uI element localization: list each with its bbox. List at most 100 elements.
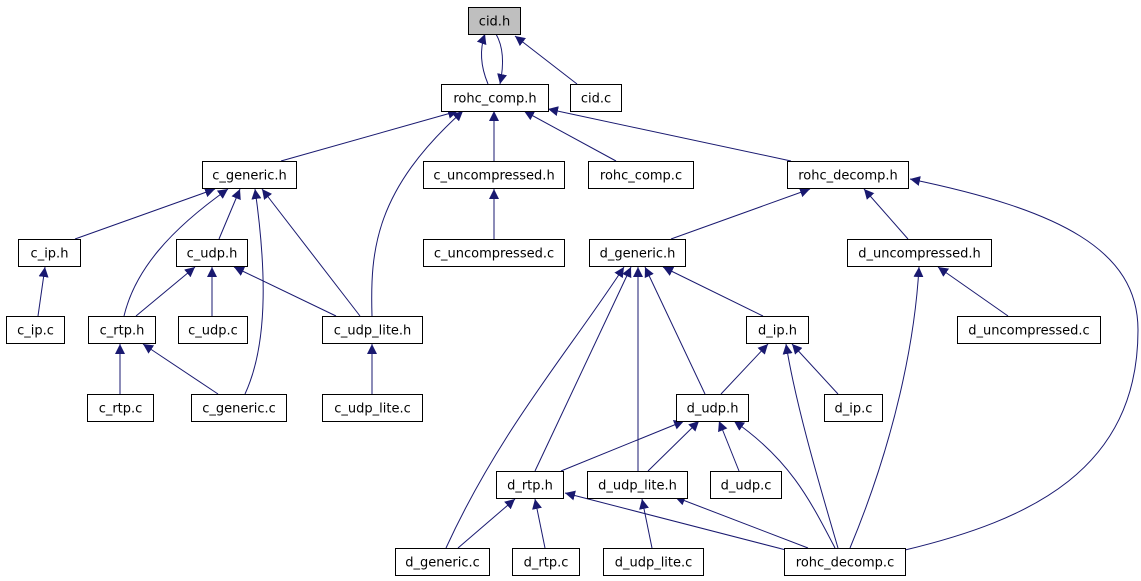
node-cid-h[interactable]: cid.h	[468, 7, 521, 35]
edge-d-udp-lite-h-to-d-udp-h	[647, 420, 700, 472]
edge-d-uncompressed-h-to-rohc-decomp-h	[863, 188, 909, 240]
edge-d-generic-c-to-d-generic-h	[445, 266, 625, 549]
node-d-udp-lite-c[interactable]: d_udp_lite.c	[603, 548, 704, 576]
node-d-udp-lite-h[interactable]: d_udp_lite.h	[587, 471, 688, 499]
node-d-udp-c[interactable]: d_udp.c	[710, 471, 782, 499]
edge-c-generic-c-to-c-rtp-h	[142, 343, 219, 395]
node-cid-h-label: cid.h	[479, 15, 510, 30]
node-c-rtp-c[interactable]: c_rtp.c	[87, 394, 154, 422]
node-c-udp-h[interactable]: c_udp.h	[176, 239, 248, 267]
edge-d-generic-h-to-rohc-decomp-h	[670, 187, 811, 240]
edge-c-rtp-h-to-c-udp-h	[135, 266, 196, 317]
node-rohc-decomp-c[interactable]: rohc_decomp.c	[784, 548, 906, 576]
node-c-udp-h-label: c_udp.h	[187, 247, 238, 262]
edge-rohc-comp-h-to-cid-h	[476, 33, 489, 85]
edge-rohc-comp-c-to-rohc-comp-h	[523, 110, 617, 162]
edge-c-ip-h-to-c-generic-h	[74, 187, 216, 240]
edge-c-rtp-h-to-c-generic-h	[123, 188, 229, 317]
edge-c-generic-h-to-rohc-comp-h	[280, 108, 459, 162]
node-d-udp-lite-c-label: d_udp_lite.c	[615, 556, 693, 571]
edge-d-udp-c-to-d-udp-h	[718, 420, 740, 472]
node-d-rtp-c-label: d_rtp.c	[524, 556, 569, 571]
edge-rohc-decomp-c-to-d-uncompressed-h	[849, 266, 924, 549]
node-d-udp-h[interactable]: d_udp.h	[676, 394, 749, 422]
node-c-udp-lite-h[interactable]: c_udp_lite.h	[322, 316, 423, 344]
edge-rohc-decomp-c-to-d-ip-h	[782, 343, 839, 549]
edge-d-udp-h-to-d-ip-h	[720, 343, 769, 395]
edge-rohc-decomp-h-to-rohc-comp-h	[547, 106, 792, 162]
node-c-generic-h[interactable]: c_generic.h	[202, 161, 297, 189]
node-d-generic-c[interactable]: d_generic.c	[395, 548, 490, 576]
edge-c-generic-c-to-c-generic-h	[244, 188, 264, 395]
edge-d-ip-c-to-d-ip-h	[791, 343, 839, 395]
edge-c-udp-h-to-c-generic-h	[218, 188, 241, 240]
node-c-ip-h-label: c_ip.h	[31, 247, 69, 262]
node-c-udp-c-label: c_udp.c	[188, 324, 238, 339]
node-d-uncompressed-c-label: d_uncompressed.c	[968, 324, 1089, 339]
node-d-ip-c-label: d_ip.c	[835, 402, 873, 417]
node-rohc-decomp-c-label: rohc_decomp.c	[796, 556, 894, 571]
edge-d-generic-c-to-d-rtp-h	[457, 498, 516, 549]
node-d-ip-h-label: d_ip.h	[758, 324, 797, 339]
edge-c-udp-lite-h-to-c-udp-h	[233, 266, 337, 317]
node-rohc-decomp-h-label: rohc_decomp.h	[798, 169, 898, 184]
node-c-rtp-c-label: c_rtp.c	[99, 402, 143, 417]
node-rohc-decomp-h[interactable]: rohc_decomp.h	[787, 161, 909, 189]
node-c-ip-c[interactable]: c_ip.c	[6, 316, 65, 344]
node-d-generic-c-label: d_generic.c	[405, 556, 480, 571]
node-d-generic-h[interactable]: d_generic.h	[589, 239, 686, 267]
edge-rohc-decomp-c-to-d-rtp-h	[564, 490, 787, 551]
nodes: cid.h rohc_comp.h cid.c c_generic.h c_un…	[6, 7, 1101, 576]
node-d-uncompressed-h-label: d_uncompressed.h	[858, 247, 980, 262]
edge-c-udp-lite-h-to-c-generic-h	[261, 188, 361, 317]
edge-cid-h-to-rohc-comp-h	[495, 33, 507, 85]
edge-d-udp-h-to-d-generic-h	[644, 266, 706, 395]
node-d-ip-c[interactable]: d_ip.c	[824, 394, 883, 422]
node-d-udp-c-label: d_udp.c	[721, 479, 772, 494]
node-c-rtp-h[interactable]: c_rtp.h	[88, 316, 156, 344]
node-c-generic-c[interactable]: c_generic.c	[191, 394, 287, 422]
node-rohc-comp-h-label: rohc_comp.h	[453, 92, 536, 107]
edge-d-rtp-c-to-d-rtp-h	[532, 498, 546, 549]
edges	[37, 33, 1139, 551]
node-c-generic-h-label: c_generic.h	[212, 169, 287, 184]
node-c-udp-c[interactable]: c_udp.c	[178, 316, 248, 344]
node-d-uncompressed-h[interactable]: d_uncompressed.h	[847, 239, 992, 267]
edge-d-ip-h-to-d-generic-h	[662, 266, 764, 317]
node-cid-c-label: cid.c	[581, 92, 611, 107]
node-rohc-comp-c-label: rohc_comp.c	[600, 169, 682, 184]
edge-d-uncompressed-c-to-d-uncompressed-h	[937, 266, 1009, 317]
node-rohc-comp-h[interactable]: rohc_comp.h	[441, 84, 549, 112]
edge-rohc-decomp-c-to-d-udp-h	[733, 420, 836, 549]
node-c-uncompressed-h-label: c_uncompressed.h	[433, 169, 554, 184]
node-c-ip-h[interactable]: c_ip.h	[18, 239, 81, 267]
node-d-ip-h[interactable]: d_ip.h	[746, 316, 809, 344]
node-cid-c[interactable]: cid.c	[570, 84, 622, 112]
node-c-udp-lite-c-label: c_udp_lite.c	[334, 402, 411, 417]
node-d-rtp-h[interactable]: d_rtp.h	[496, 471, 564, 499]
edge-d-rtp-h-to-d-generic-h	[534, 266, 632, 472]
node-c-rtp-h-label: c_rtp.h	[100, 324, 145, 339]
node-d-generic-h-label: d_generic.h	[600, 247, 676, 262]
node-c-udp-lite-h-label: c_udp_lite.h	[334, 324, 412, 339]
node-d-udp-h-label: d_udp.h	[687, 402, 739, 417]
edge-cid-c-to-cid-h	[514, 35, 578, 85]
node-c-uncompressed-h[interactable]: c_uncompressed.h	[423, 161, 565, 189]
node-rohc-comp-c[interactable]: rohc_comp.c	[588, 161, 694, 189]
edge-rohc-decomp-c-to-d-udp-lite-h	[674, 495, 809, 549]
node-c-ip-c-label: c_ip.c	[17, 324, 54, 339]
node-d-rtp-c[interactable]: d_rtp.c	[512, 548, 580, 576]
node-d-udp-lite-h-label: d_udp_lite.h	[598, 479, 677, 494]
node-c-uncompressed-c[interactable]: c_uncompressed.c	[423, 239, 565, 267]
node-c-generic-c-label: c_generic.c	[202, 402, 276, 417]
node-c-uncompressed-c-label: c_uncompressed.c	[434, 247, 554, 262]
edge-d-udp-lite-c-to-d-udp-lite-h	[639, 498, 653, 549]
node-d-uncompressed-c[interactable]: d_uncompressed.c	[957, 316, 1101, 344]
node-c-udp-lite-c[interactable]: c_udp_lite.c	[322, 394, 423, 422]
edge-c-ip-c-to-c-ip-h	[37, 266, 49, 317]
node-d-rtp-h-label: d_rtp.h	[507, 479, 553, 494]
edge-rohc-decomp-c-to-rohc-decomp-h	[904, 176, 1139, 551]
edge-c-udp-lite-h-to-rohc-comp-h	[371, 110, 464, 317]
edge-d-rtp-h-to-d-udp-h	[560, 420, 685, 472]
